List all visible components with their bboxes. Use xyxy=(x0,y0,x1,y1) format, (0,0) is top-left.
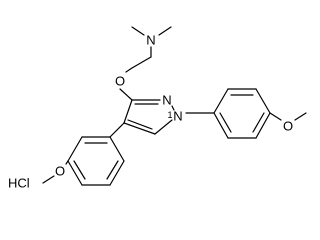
right-methoxy-oxygen-label: O xyxy=(283,119,293,134)
ether-oxygen-label: O xyxy=(115,74,125,89)
right-methoxyphenyl-ring xyxy=(185,88,307,139)
left-methoxy-oxygen-label: O xyxy=(55,164,65,179)
ethylene-linker xyxy=(125,56,152,73)
ether-linkage xyxy=(119,88,133,101)
pyrazole-n2-label: N xyxy=(162,93,171,108)
atom-labels: N O N N 1 O O HCl xyxy=(8,33,293,191)
n1-position-subscript: 1 xyxy=(167,110,172,120)
pyrazole-ring xyxy=(123,99,175,135)
pyrazole-n1-label: N xyxy=(173,109,182,124)
salt-label: HCl xyxy=(8,176,30,191)
left-methoxyphenyl-ring xyxy=(42,122,125,186)
structure-diagram: N O N N 1 O O HCl xyxy=(8,26,307,191)
dimethylamino-group xyxy=(131,26,172,58)
amine-nitrogen-label: N xyxy=(146,33,155,48)
